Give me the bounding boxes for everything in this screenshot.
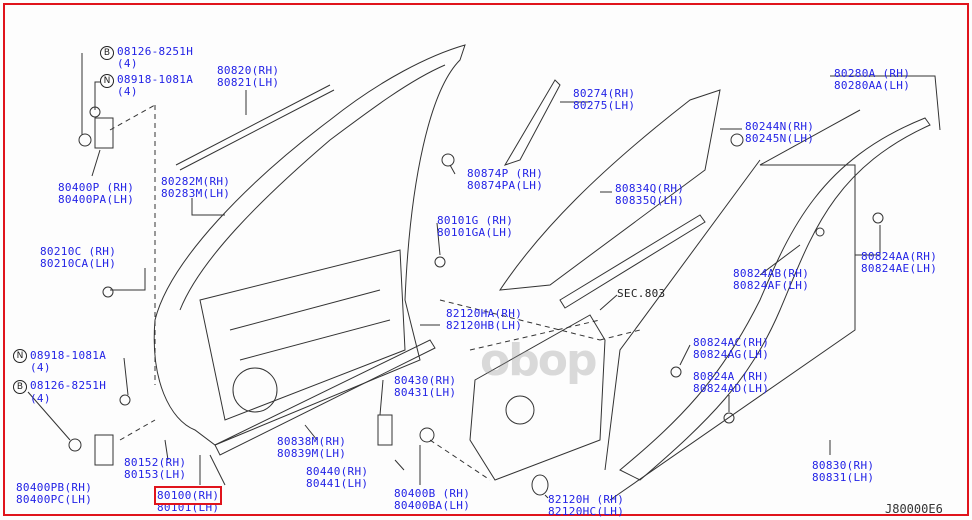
part-label-80101G[interactable]: 80101G (RH)80101GA(LH) (437, 214, 514, 239)
part-label-82120HA[interactable]: 82120HA(RH)82120HB(LH) (446, 307, 523, 332)
nut-symbol-icon: N (13, 349, 27, 363)
part-label-80824A[interactable]: 80824A (RH)80824AD(LH) (693, 370, 770, 395)
part-label-80152[interactable]: 80152(RH)80153(LH) (124, 456, 187, 481)
weatherstrip (619, 117, 931, 481)
bolt-symbol-icon: B (100, 46, 114, 60)
section-reference[interactable]: SEC.803 (617, 287, 666, 300)
front-glass (498, 89, 721, 291)
part-label-80824AB[interactable]: 80824AB(RH)80824AF(LH) (733, 267, 810, 292)
nut-symbol-icon: N (100, 74, 114, 88)
part-label-80874[interactable]: 80874P (RH)80874PA(LH) (467, 167, 544, 192)
callout-part-number[interactable]: 08918-1081A (117, 73, 194, 86)
part-label-80430[interactable]: 80430(RH)80431(LH) (394, 374, 457, 399)
highlight-frame (3, 3, 969, 516)
door-frame (153, 44, 466, 446)
part-label-80820[interactable]: 80820(RH)80821(LH) (217, 64, 280, 89)
callout-quantity: (4) (30, 361, 51, 374)
highlighted-part-number[interactable]: 80100(RH) (153, 486, 223, 505)
corner-piece (503, 79, 561, 166)
part-label-80400B[interactable]: 80400B (RH)80400BA(LH) (394, 487, 471, 512)
hinge-bolt (78, 133, 92, 147)
upper-hinge (94, 117, 114, 149)
lower-molding (214, 339, 436, 456)
part-label-80244[interactable]: 80244N(RH)80245N(LH) (745, 120, 815, 145)
part-label-80400PB[interactable]: 80400PB(RH)80400PC(LH) (16, 481, 93, 506)
regulator-panel (469, 314, 606, 481)
part-label-80838[interactable]: 80838M(RH)80839M(LH) (277, 435, 347, 460)
part-label-80830[interactable]: 80830(RH)80831(LH) (812, 459, 875, 484)
callout-part-number[interactable]: 08126-8251H (30, 379, 107, 392)
callout-part-number[interactable]: 08918-1081A (30, 349, 107, 362)
diagram-code: J80000E6 (885, 502, 943, 516)
watermark: obop (480, 335, 597, 386)
inner-channel (559, 214, 706, 309)
part-label-80274[interactable]: 80274(RH)80275(LH) (573, 87, 636, 112)
part-label-80280[interactable]: 80280A (RH)80280AA(LH) (834, 67, 911, 92)
part-label-80282[interactable]: 80282M(RH)80283M(LH) (161, 175, 231, 200)
part-label-80824AC[interactable]: 80824AC(RH)80824AG(LH) (693, 336, 770, 361)
sash-molding (175, 84, 335, 171)
callout-quantity: (4) (117, 57, 138, 70)
part-label-80824AA[interactable]: 80824AA(RH)80824AE(LH) (861, 250, 938, 275)
callout-quantity: (4) (117, 85, 138, 98)
door-check (377, 414, 393, 446)
part-label-82120H[interactable]: 82120H (RH)82120HC(LH) (548, 493, 625, 518)
bolt-symbol-icon: B (13, 380, 27, 394)
part-label-80834[interactable]: 80834Q(RH)80835Q(LH) (615, 182, 685, 207)
part-label-80440[interactable]: 80440(RH)80441(LH) (306, 465, 369, 490)
callout-quantity: (4) (30, 392, 51, 405)
lower-hinge (94, 434, 114, 466)
callout-part-number[interactable]: 08126-8251H (117, 45, 194, 58)
part-label-80100[interactable]: 80100(RH)80101(LH) (153, 486, 223, 514)
part-label-80210[interactable]: 80210C (RH)80210CA(LH) (40, 245, 117, 270)
part-label-80400P[interactable]: 80400P (RH)80400PA(LH) (58, 181, 135, 206)
hole-plug (531, 474, 549, 496)
